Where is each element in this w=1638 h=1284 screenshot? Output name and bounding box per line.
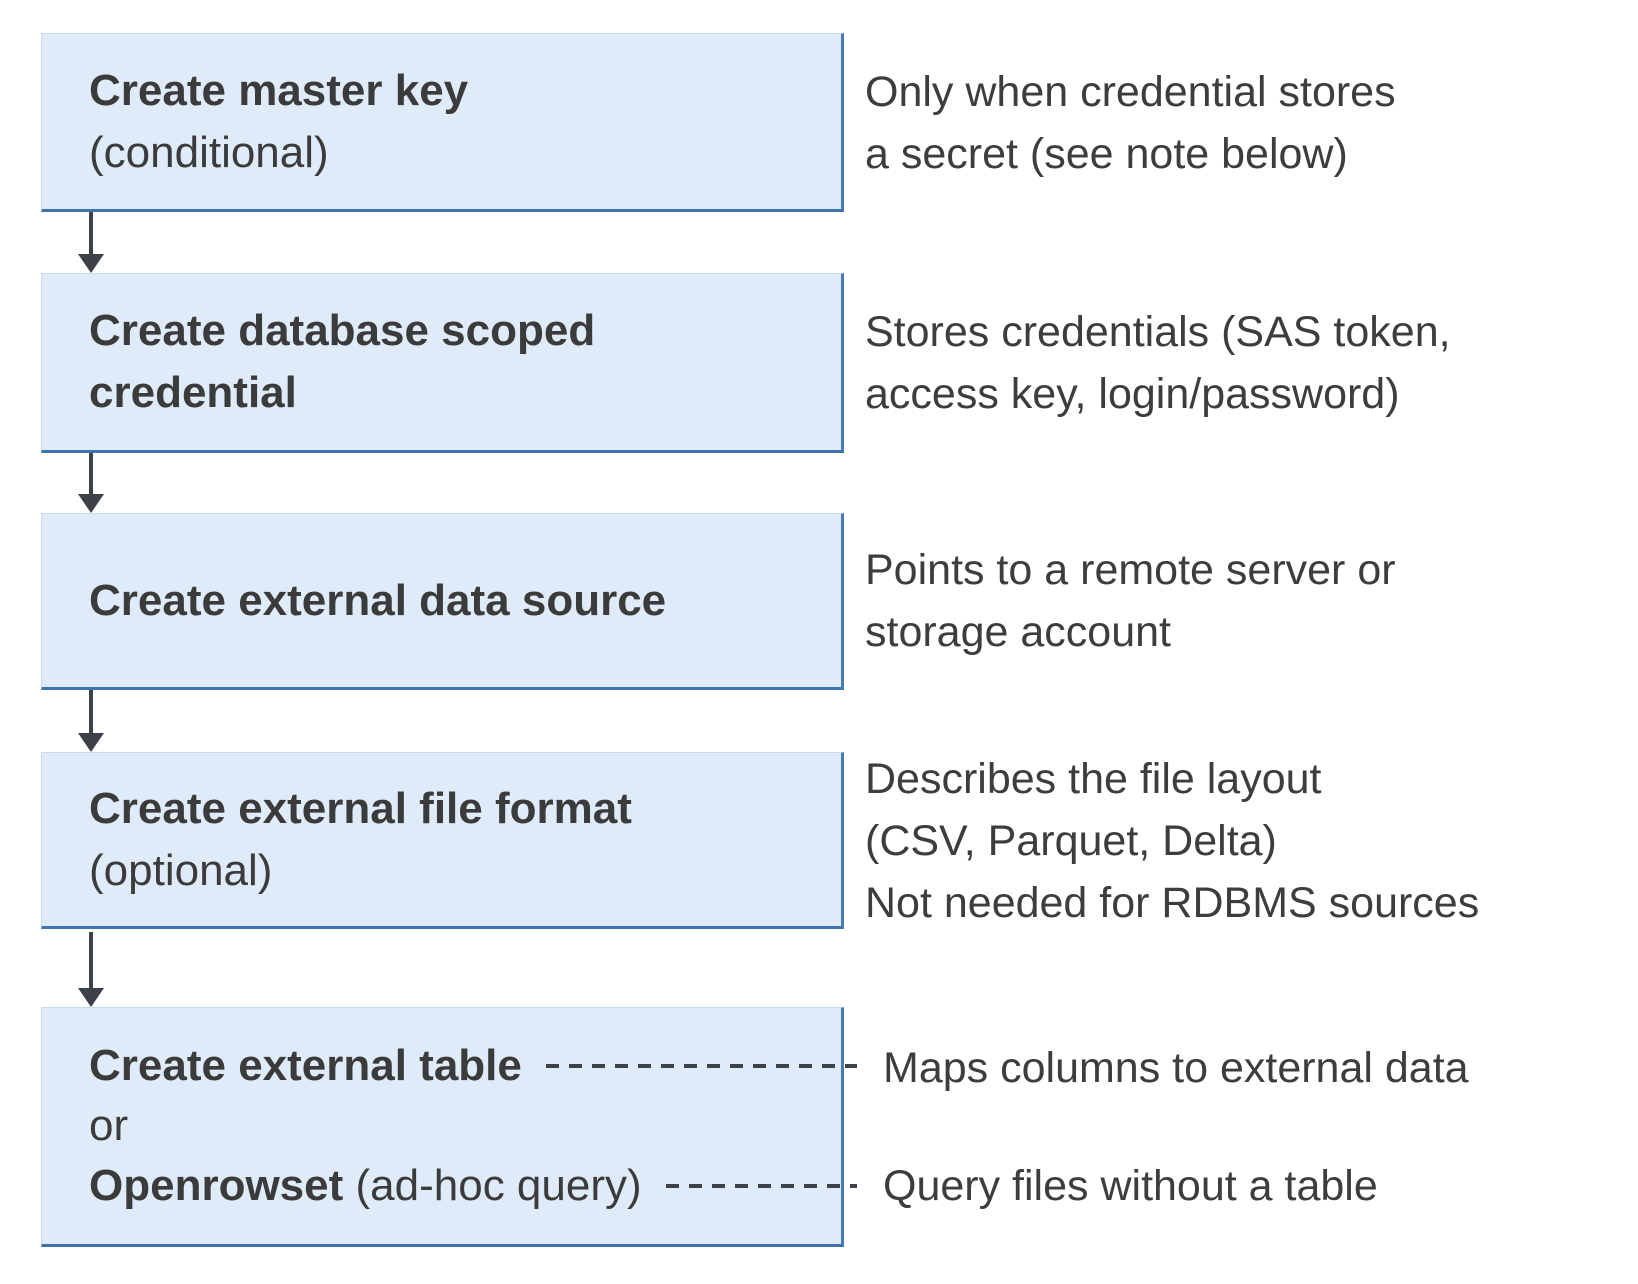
step-box-create-database-scoped-credential: Create database scoped credential xyxy=(41,273,844,453)
step-title: Create database scoped credential xyxy=(89,306,596,417)
option-connector-word: or xyxy=(89,1101,129,1150)
down-arrow-icon xyxy=(78,690,104,752)
dashed-connector-icon xyxy=(545,1064,857,1068)
option2-line: Openrowset (ad-hoc query) xyxy=(89,1156,857,1216)
option2-title-bold: Openrowset xyxy=(89,1161,344,1210)
step-box-create-master-key: Create master key (conditional) xyxy=(41,33,844,212)
arrow-shaft xyxy=(89,932,93,989)
arrow-shaft xyxy=(89,453,93,495)
arrow-head xyxy=(78,494,104,513)
down-arrow-icon xyxy=(78,453,104,513)
option2-title-suffix: (ad-hoc query) xyxy=(343,1161,642,1210)
option1-line: Create external table xyxy=(89,1036,857,1096)
arrow-head xyxy=(78,733,104,752)
arrow-head xyxy=(78,254,104,273)
step-box-create-external-data-source: Create external data source xyxy=(41,513,844,690)
step-title: Create external data source xyxy=(89,575,667,625)
step-subtitle: (optional) xyxy=(89,845,273,895)
step-title: Create external file format xyxy=(89,783,632,833)
down-arrow-icon xyxy=(78,212,104,273)
option1-note: Maps columns to external data xyxy=(883,1044,1469,1092)
down-arrow-icon xyxy=(78,932,104,1007)
option1-title: Create external table xyxy=(89,1041,522,1090)
option2-note: Query files without a table xyxy=(883,1162,1378,1210)
step-note: Only when credential stores a secret (se… xyxy=(865,68,1396,178)
option2-title: Openrowset (ad-hoc query) xyxy=(89,1156,642,1216)
step-box-create-external-file-format: Create external file format (optional) xyxy=(41,752,844,929)
step-title: Create master key xyxy=(89,65,469,115)
step-subtitle: (conditional) xyxy=(89,127,329,177)
step-box-create-external-table-or-openrowset: Create external table or Openrowset (ad-… xyxy=(41,1007,857,1247)
dashed-connector-icon xyxy=(665,1184,857,1188)
step-note: Points to a remote server or storage acc… xyxy=(865,546,1396,656)
step-note: Describes the file layout (CSV, Parquet,… xyxy=(865,755,1480,927)
arrow-shaft xyxy=(89,690,93,734)
step-note: Stores credentials (SAS token, access ke… xyxy=(865,308,1451,418)
arrow-shaft xyxy=(89,212,93,255)
arrow-head xyxy=(78,988,104,1007)
